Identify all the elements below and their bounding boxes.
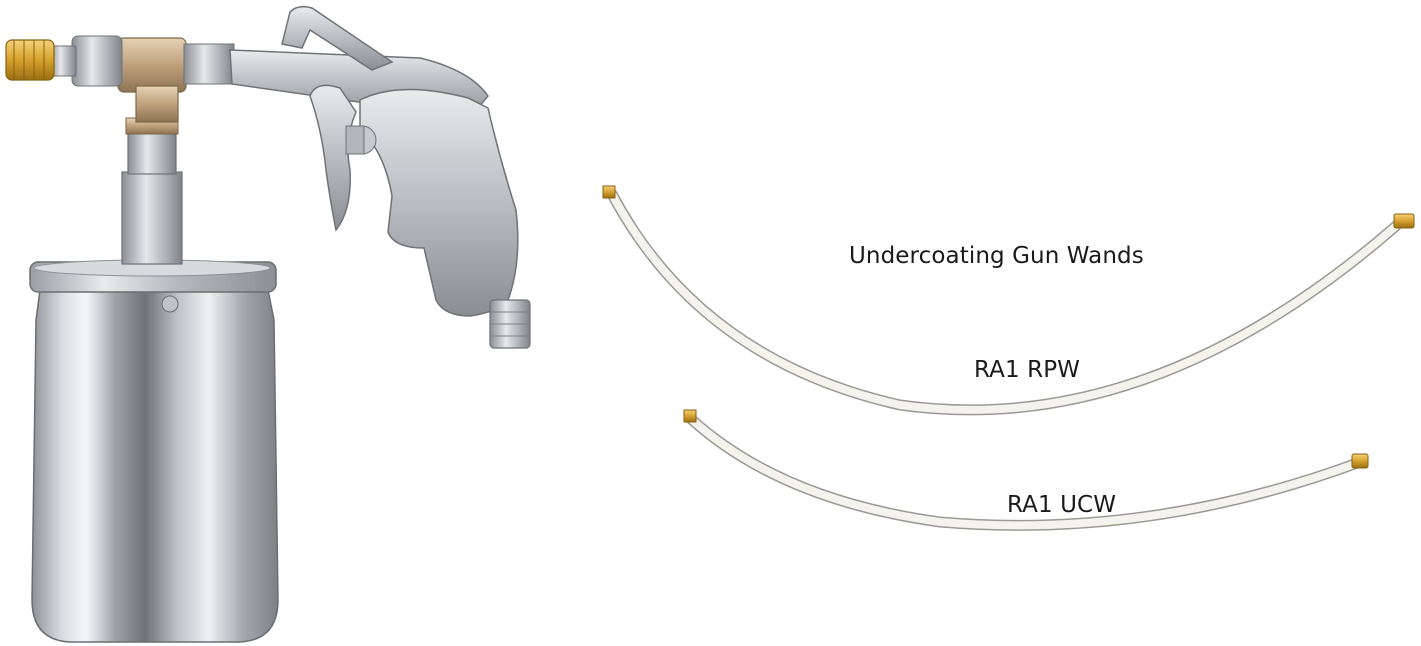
undercoating-spray-gun [5, 5, 531, 643]
wand-ucw [683, 409, 1369, 531]
caption-title: Undercoating Gun Wands [849, 243, 1144, 269]
wand-ucw-fitting-left [683, 409, 697, 423]
gun-cup [31, 289, 279, 643]
wand-ucw-fitting-right [1351, 453, 1369, 469]
caption-wand-rpw: RA1 RPW [974, 357, 1081, 383]
wand-rpw [602, 185, 1415, 416]
wand-rpw-fitting-right [1393, 213, 1415, 229]
caption-wand-ucw: RA1 UCW [1007, 492, 1117, 518]
wand-rpw-fitting-left [602, 185, 616, 199]
